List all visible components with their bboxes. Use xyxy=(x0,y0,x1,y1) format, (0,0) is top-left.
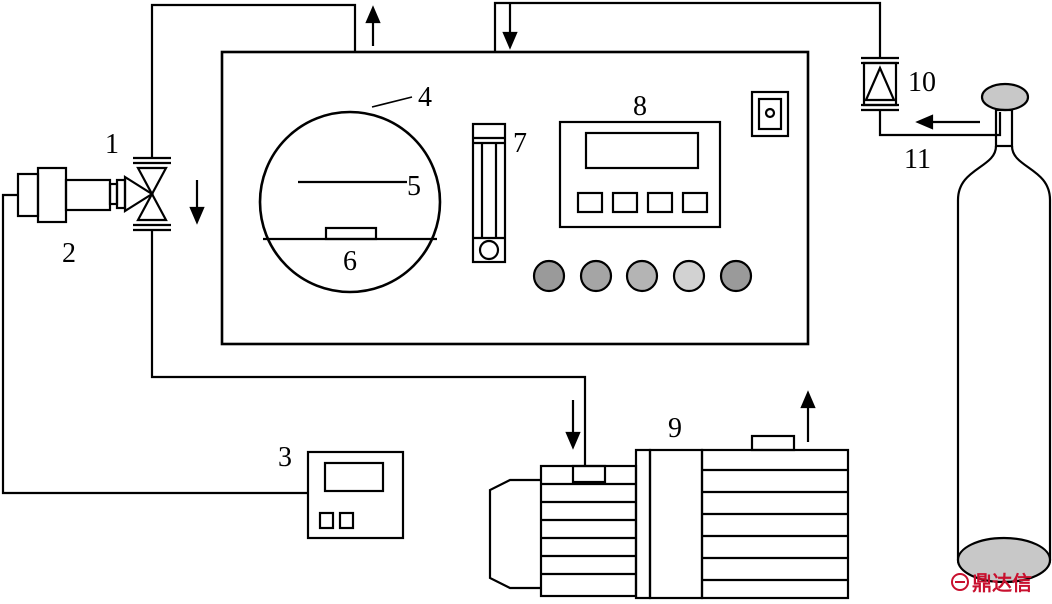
vacuum-pump xyxy=(488,434,850,600)
label-9: 9 xyxy=(668,413,682,444)
valve xyxy=(108,156,171,232)
main-cabinet xyxy=(220,50,810,346)
label-10: 10 xyxy=(908,67,936,98)
watermark-logo-icon xyxy=(951,573,969,591)
label-5: 5 xyxy=(407,171,421,202)
vacuum-chamber xyxy=(258,96,442,294)
check-valve xyxy=(861,56,899,112)
label-1: 1 xyxy=(105,129,119,160)
flow-arrows xyxy=(189,4,980,450)
power-switch xyxy=(750,90,790,138)
label-7: 7 xyxy=(513,128,527,159)
label-3: 3 xyxy=(278,442,292,473)
label-8: 8 xyxy=(633,91,647,122)
label-11: 11 xyxy=(904,144,931,175)
pipe-lines xyxy=(1,1,1002,495)
label-4: 4 xyxy=(418,82,432,113)
controller-panel xyxy=(558,120,722,229)
watermark-text: 鼎达信 xyxy=(972,571,1032,595)
gas-cylinder xyxy=(956,82,1052,584)
vacuum-gauge xyxy=(306,450,405,540)
label-6: 6 xyxy=(343,246,357,277)
control-knobs xyxy=(532,259,753,293)
label-2: 2 xyxy=(62,238,76,269)
flowmeter xyxy=(471,122,507,264)
pressure-sensor xyxy=(16,166,112,224)
